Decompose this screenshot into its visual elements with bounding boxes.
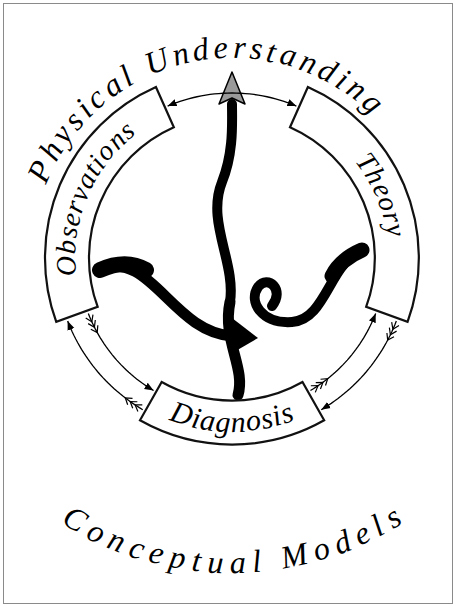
connector-group <box>86 313 154 390</box>
arrow-fletching <box>311 386 318 393</box>
glyph: n <box>104 522 131 558</box>
process-band: Observations <box>42 84 177 325</box>
glyph: t <box>190 544 203 577</box>
feedback-arrow <box>88 313 153 390</box>
glyph: M <box>278 537 311 574</box>
arrow-fletching <box>125 398 132 405</box>
process-band: Diagnosis <box>137 379 327 448</box>
glyph: c <box>126 530 149 565</box>
connector-group <box>321 321 399 410</box>
swirl-arrowhead <box>232 318 258 352</box>
connector-group <box>168 93 297 106</box>
band-shape <box>290 87 419 322</box>
glyph: O <box>52 255 81 277</box>
swirl-arm <box>255 250 362 322</box>
connector-group <box>310 313 375 392</box>
glyph: n <box>168 36 191 71</box>
arrow-fletching <box>88 320 95 327</box>
feedback-arrow <box>68 321 143 410</box>
swirl-shaft <box>217 104 232 302</box>
glyph: u <box>206 545 224 578</box>
glyph: r <box>232 31 246 63</box>
feedback-arrow <box>310 313 375 390</box>
arc-title: Physical Understanding <box>19 29 392 189</box>
band-shape <box>45 87 174 322</box>
glyph: o <box>308 531 333 566</box>
glyph: d <box>191 32 212 66</box>
band-label: Diagnosis <box>137 379 327 448</box>
glyph: b <box>52 239 81 255</box>
glyph: a <box>229 546 246 578</box>
swirl-arm <box>100 264 146 270</box>
glyph: l <box>251 545 262 578</box>
arrow-fletching <box>130 402 137 409</box>
glyph: e <box>213 31 229 64</box>
top-arrowhead <box>219 72 245 104</box>
arc-title: Conceptual Models <box>56 498 408 581</box>
glyph <box>265 543 277 576</box>
arrow-fletching <box>135 405 142 412</box>
glyph: g <box>215 406 232 437</box>
page-frame <box>4 4 453 604</box>
arrow-fletching <box>392 322 399 329</box>
arrow-fletching <box>321 379 328 386</box>
arrow-fletching <box>86 315 93 322</box>
glyph: t <box>264 34 279 67</box>
connector-group <box>68 321 143 412</box>
glyph: e <box>146 536 168 571</box>
band-label: Theory <box>287 84 422 325</box>
arrow-fletching <box>91 325 98 332</box>
band-shape <box>140 382 324 445</box>
arrow-fletching <box>387 333 394 340</box>
swirl-arm <box>100 266 232 336</box>
feedback-arrow <box>168 93 297 106</box>
arrow-fletching <box>389 328 396 335</box>
arrow-fletching <box>316 382 323 389</box>
glyph: s <box>248 32 264 65</box>
glyph: U <box>140 42 173 80</box>
band-label: Observations <box>42 84 177 325</box>
glyph: p <box>167 540 188 574</box>
swirl-arm <box>332 250 362 276</box>
process-band: Theory <box>287 84 422 325</box>
feedback-arrow <box>321 321 396 410</box>
